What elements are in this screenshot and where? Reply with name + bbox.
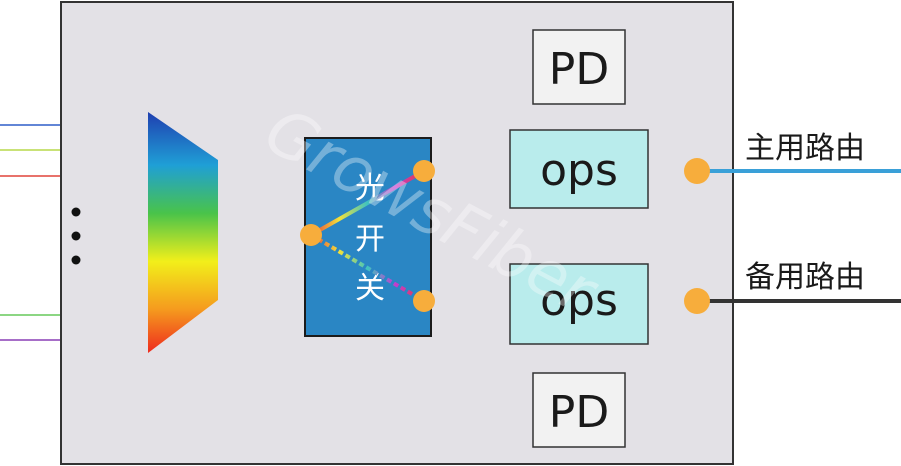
ops-box-top (509, 129, 649, 209)
port-switch-out-bottom (413, 290, 435, 312)
switch-path-backup (309, 233, 426, 303)
ellipsis-dots (71, 207, 81, 265)
pd-label-bottom: PD (549, 387, 609, 438)
port-out-top (684, 158, 710, 184)
ports (300, 158, 710, 314)
switch-label-char-2: 开 (355, 222, 385, 257)
dot (71, 207, 81, 217)
port-switch-out-top (413, 160, 435, 182)
ops-box-bottom (509, 263, 649, 345)
port-out-bottom (684, 288, 710, 314)
pd-label-top: PD (549, 44, 609, 95)
dot (71, 255, 81, 265)
ops-label-bottom: ops (540, 275, 618, 326)
demux-prism (148, 112, 218, 353)
port-switch-input (300, 224, 322, 246)
dot (71, 231, 81, 241)
switch-path-primary (310, 169, 425, 237)
ops-label-top: ops (540, 145, 618, 196)
backup-route-label: 备用路由 (745, 260, 865, 295)
primary-route-label: 主用路由 (745, 131, 865, 166)
pd-box-top (532, 29, 626, 105)
pd-box-bottom (532, 372, 626, 448)
